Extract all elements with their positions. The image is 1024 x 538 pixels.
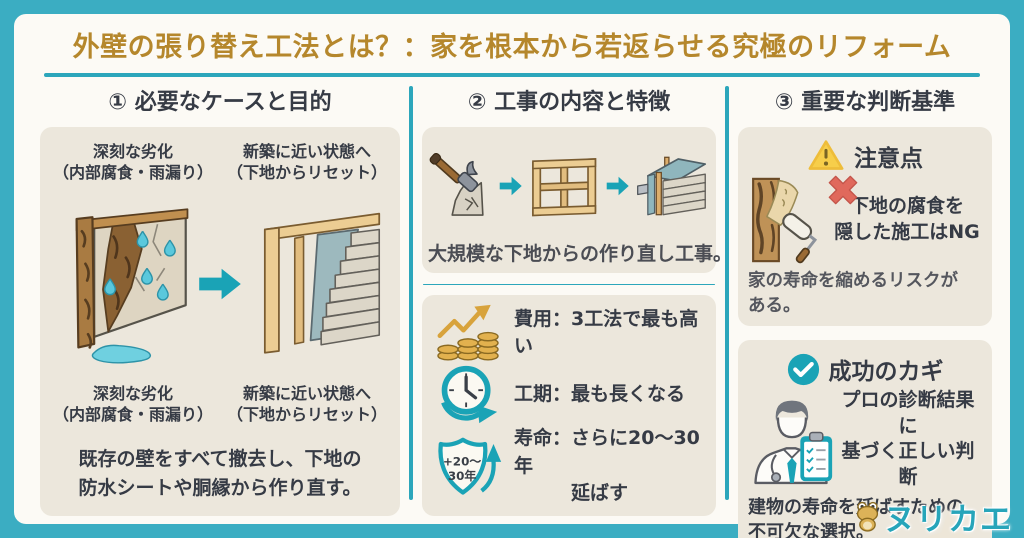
section-cases: ① 必要なケースと目的 深刻な劣化 （内部腐食・雨漏り） 新築に近い状態へ （下… <box>40 80 400 516</box>
before-label-bottom: 深刻な劣化 （内部腐食・雨漏り） <box>52 384 213 425</box>
svg-text:30年: 30年 <box>448 468 477 482</box>
cost-label: 費用：3工法で最も高い <box>514 307 699 358</box>
nurikae-logo: ヌリカエ <box>854 494 1012 538</box>
shield-lifespan-icon: +20〜 30年 <box>432 433 504 501</box>
arrow-right-icon <box>199 268 241 300</box>
page-title: 外壁の張り替え工法とは？：家を根本から若返らせる究極のリフォーム <box>72 32 952 63</box>
process-caption: 大規模な下地からの作り直し工事。 <box>428 243 733 265</box>
content-card: 外壁の張り替え工法とは？：家を根本から若返らせる究極のリフォーム ① 必要なケー… <box>14 14 1010 538</box>
caution-heading: 注意点 <box>854 146 923 172</box>
feature-lifespan: +20〜 30年 寿命：さらに20〜30年 延ばす <box>432 425 710 508</box>
arrow-step-icon <box>499 176 522 196</box>
success-body: プロの診断結果に 基づく正しい判断 <box>748 388 982 491</box>
success-heading: 成功のカギ <box>828 359 944 385</box>
success-heading-row: 成功のカギ <box>748 352 982 386</box>
caution-heading-row: 注意点 <box>748 139 982 173</box>
pro-judgment-text: プロの診断結果に 基づく正しい判断 <box>841 389 975 488</box>
column-divider <box>409 86 413 500</box>
labels-bottom: 深刻な劣化 （内部腐食・雨漏り） 新築に近い状態へ （下地からリセット） <box>46 384 394 426</box>
sparkle-watermark <box>923 508 975 538</box>
after-label: 新築に近い状態へ （下地からリセット） <box>226 142 387 182</box>
section-criteria: ③ 重要な判断基準 注意点 <box>738 80 992 538</box>
success-description: 建物の寿命を延ばすための 不可欠な選択。 <box>748 496 964 538</box>
clock-icon <box>432 363 504 425</box>
doctor-diagnosis-icon <box>754 400 833 485</box>
check-circle-icon <box>787 353 819 385</box>
before-label: 深刻な劣化 （内部腐食・雨漏り） <box>52 142 213 182</box>
logo-text: ヌリカエ <box>884 502 1012 538</box>
section-cases-header: ① 必要なケースと目的 <box>108 90 332 115</box>
labels-top: 深刻な劣化 （内部腐食・雨漏り） 新築に近い状態へ （下地からリセット） <box>46 142 394 184</box>
cases-description: 既存の壁をすべて撤去し、下地の 防水シートや胴縁から作り直す。 <box>78 448 362 499</box>
cost-coins-icon <box>432 303 504 363</box>
columns-container: ① 必要なケースと目的 深刻な劣化 （内部腐食・雨漏り） 新築に近い状態へ （下… <box>40 80 992 538</box>
process-panel: 大規模な下地からの作り直し工事。 <box>422 127 733 273</box>
damaged-wall-icon <box>75 207 189 364</box>
arrow-step-icon <box>606 176 629 196</box>
ng-text: 下地の腐食を 隠した施工はNG <box>834 195 980 243</box>
process-steps <box>428 133 710 239</box>
lifespan-label: 寿命：さらに20〜30年 延ばす <box>514 427 700 505</box>
after-label-bottom: 新築に近い状態へ （下地からリセット） <box>226 384 387 425</box>
period-label: 工期：最も長くなる <box>514 382 686 405</box>
section-work-header: ② 工事の内容と特徴 <box>467 90 671 115</box>
features-panel: 費用：3工法で最も高い 工期：最も長くなる <box>422 295 716 516</box>
column-divider <box>725 86 729 500</box>
rebuilt-wall-icon <box>263 212 381 354</box>
wood-frame-icon <box>532 158 597 217</box>
frog-mascot-icon <box>856 501 879 532</box>
finished-wall-icon <box>636 156 706 216</box>
caution-description: 家の寿命を縮めるリスクが ある。 <box>748 271 958 316</box>
hidden-rot-painting-icon <box>752 177 818 264</box>
feature-period: 工期：最も長くなる <box>432 363 710 425</box>
hammer-demolition-icon <box>429 153 484 216</box>
wall-before-after-illustration <box>46 203 394 366</box>
svg-text:+20〜: +20〜 <box>443 454 482 468</box>
feature-cost: 費用：3工法で最も高い <box>432 303 710 363</box>
warning-triangle-icon <box>808 140 844 170</box>
title-underline <box>44 73 980 77</box>
section-criteria-header: ③ 重要な判断基準 <box>774 90 956 115</box>
ng-cross-icon <box>828 175 858 205</box>
caution-panel: 注意点 <box>738 127 992 326</box>
caution-body: 下地の腐食を 隠した施工はNG <box>748 175 982 265</box>
section-work: ② 工事の内容と特徴 <box>422 80 733 516</box>
cases-panel: 深刻な劣化 （内部腐食・雨漏り） 新築に近い状態へ （下地からリセット） <box>40 127 400 516</box>
